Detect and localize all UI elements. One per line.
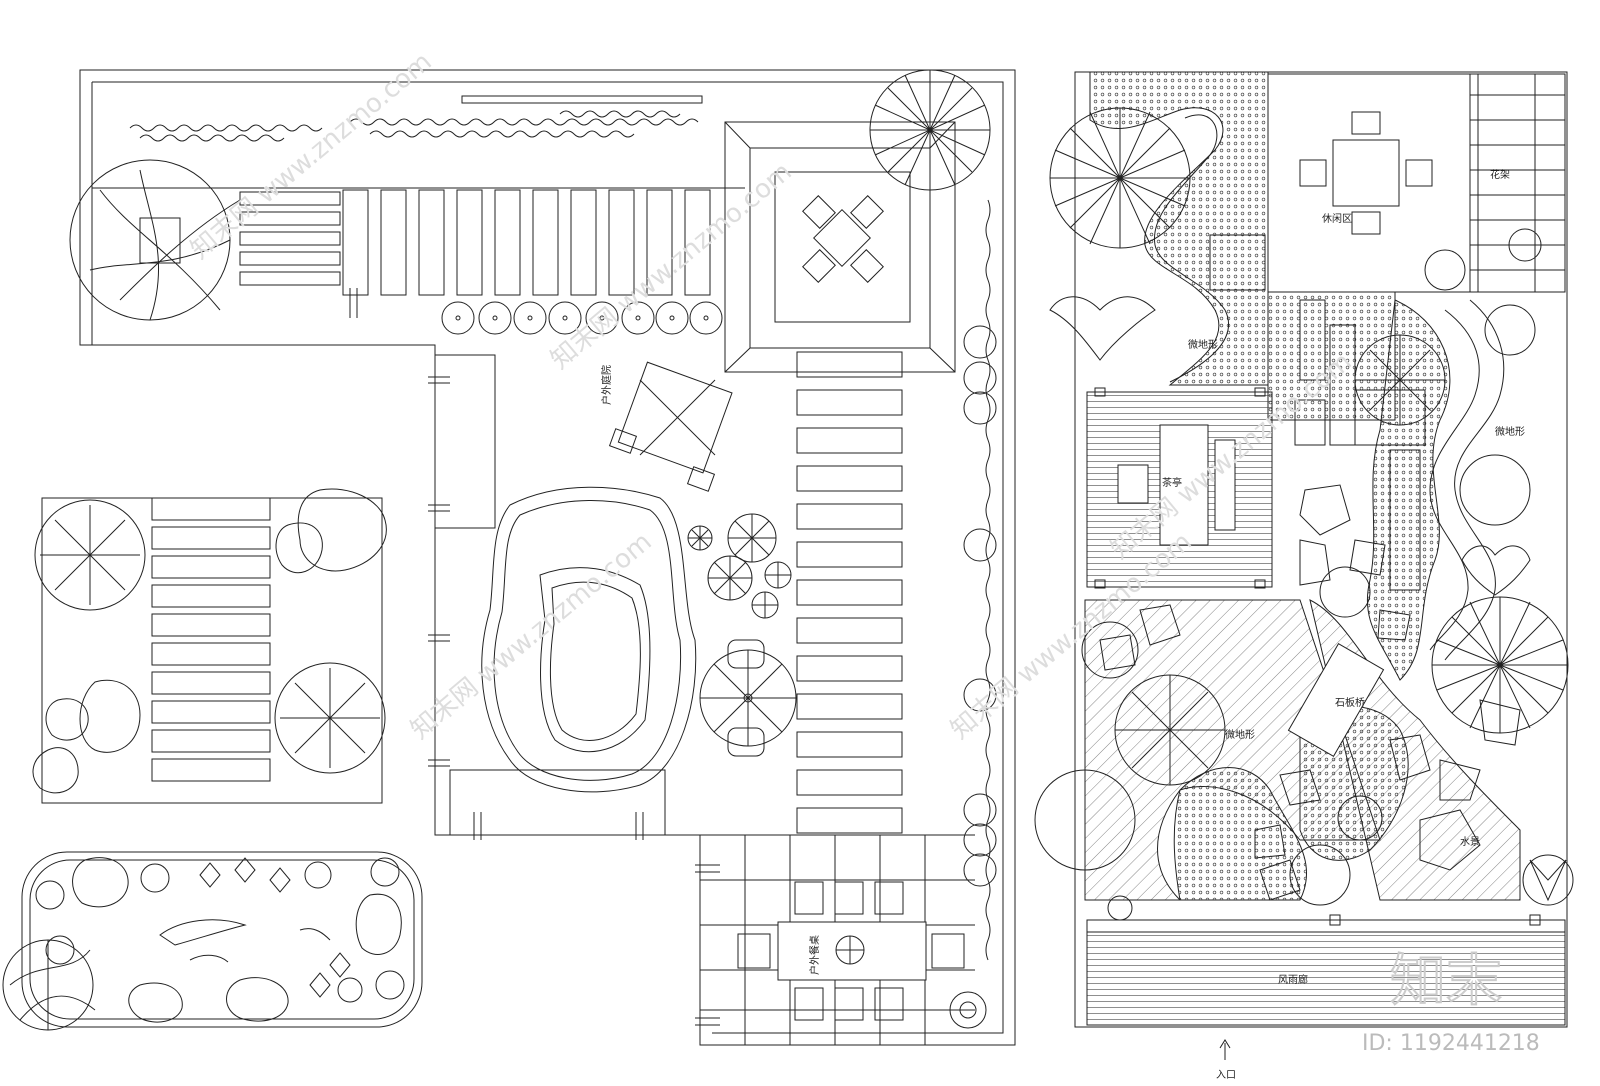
koi-pond-center [481, 486, 697, 793]
round-planters-row [441, 301, 723, 335]
label-outdoor-courtyard: 户外庭院 [600, 365, 613, 405]
west-terrace [32, 488, 387, 804]
label-entrance: 入口 [1216, 1070, 1236, 1081]
wall-lights [349, 288, 720, 1026]
koi-pond-southwest [2, 851, 423, 1031]
right-garden-plan [1034, 71, 1574, 1060]
label-wind-rain-corridor: 风雨廊 [1278, 973, 1308, 986]
umbrella-lounge-set [608, 361, 733, 492]
left-garden-plan [69, 69, 1016, 1046]
parasol-table [699, 639, 797, 757]
tree-northeast [869, 69, 991, 191]
plan-labels: 户外庭院 户外餐桌 休闲区 花架 微地形 微地形 微地形 茶亭 石板桥 水景 风… [600, 168, 1525, 1081]
label-micro-terrain-a: 微地形 [1188, 338, 1218, 351]
watermark-logo: 知末 [1390, 949, 1502, 1014]
square-pavilion [724, 121, 956, 373]
watermark-id: ID: 1192441218 [1362, 1031, 1540, 1056]
label-stone-bridge: 石板桥 [1335, 696, 1365, 709]
watermark-site-3: 知末网 www.znzmo.com [405, 527, 657, 746]
irregular-stones [1099, 484, 1521, 901]
label-water-feature: 水景 [1460, 836, 1480, 848]
label-outdoor-dining: 户外餐桌 [808, 935, 821, 975]
wind-rain-corridor [1086, 914, 1566, 1026]
label-leisure-area: 休闲区 [1322, 212, 1352, 225]
trees-right [1034, 107, 1574, 921]
east-shrubs [963, 199, 997, 961]
stepping-stones-east [796, 351, 903, 834]
label-flower-rack: 花架 [1490, 168, 1510, 181]
tea-pavilion-deck [1086, 387, 1273, 589]
dining-area [700, 834, 987, 1045]
stepping-stones-north [239, 189, 711, 296]
label-micro-terrain-b: 微地形 [1495, 425, 1525, 438]
flower-pergola [1469, 73, 1566, 293]
label-tea-pavilion: 茶亭 [1162, 476, 1182, 489]
tree-northwest [69, 159, 241, 321]
watermark-site-1: 知末网 www.znzmo.com [185, 47, 437, 266]
label-micro-terrain-c: 微地形 [1225, 728, 1255, 741]
palm-cluster [687, 513, 792, 619]
